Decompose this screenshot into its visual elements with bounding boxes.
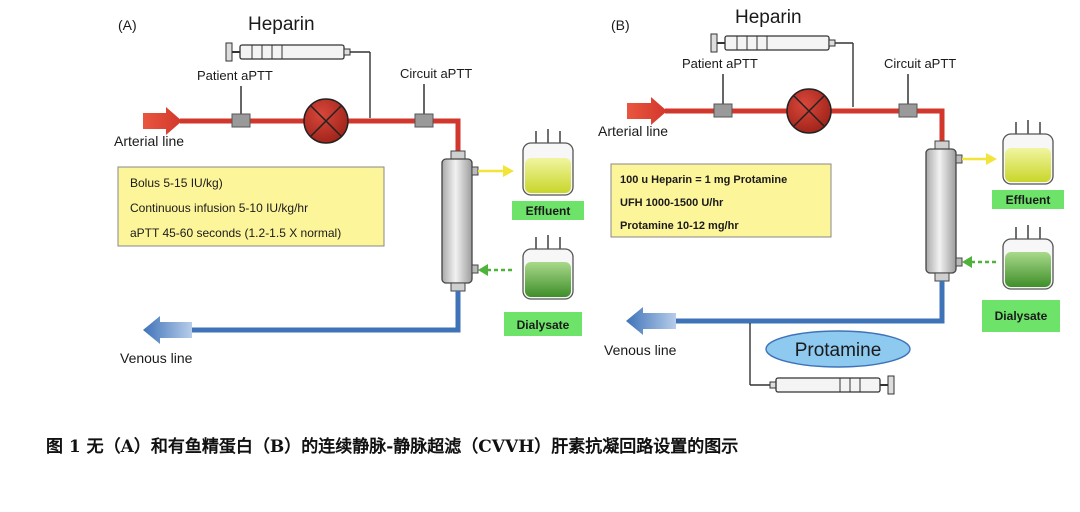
panel-a-heparin-syringe-icon	[225, 42, 371, 118]
panel-a-heparin-label: Heparin	[248, 14, 315, 35]
panel-a-effluent-label: Effluent	[526, 204, 571, 218]
panel-b-dialysate-label: Dialysate	[995, 309, 1048, 323]
panel-b-circuit-port-icon	[898, 74, 918, 118]
panel-a-dialysate-label-box	[504, 312, 582, 336]
panel-b-heparin-syringe-icon	[710, 33, 854, 107]
panel-a-effluent-label-box	[512, 201, 584, 220]
panel-b-heparin-label: Heparin	[735, 7, 802, 28]
panel-b-hemofilter-icon	[925, 140, 963, 282]
panel-a-circuit-aptt: Circuit aPTT	[400, 66, 472, 81]
panel-b-info-line: UFH 1000-1500 U/hr	[620, 197, 724, 209]
panel-b-patient-port-icon	[713, 74, 733, 118]
panel-b-effluent-label: Effluent	[1006, 193, 1051, 207]
panel-a-effluent-bag-icon	[522, 129, 574, 196]
figure-caption: 图 1 无（A）和有鱼精蛋白（B）的连续静脉-静脉超滤（CVVH）肝素抗凝回路设…	[46, 437, 739, 457]
panel-a-patient-port-icon	[231, 86, 251, 128]
panel-a-dialysate-arrow-icon	[478, 264, 488, 276]
panel-b-info-line: Protamine 10-12 mg/hr	[620, 220, 739, 232]
panel-b-venous-line-label: Venous line	[604, 342, 677, 358]
panel-b-info-line: 100 u Heparin = 1 mg Protamine	[620, 174, 787, 186]
panel-a-blood-pump-icon	[303, 98, 349, 144]
panel-b-info-box	[610, 163, 832, 238]
panel-a-info-line: aPTT 45-60 seconds (1.2-1.5 X normal)	[130, 226, 341, 240]
panel-b-patient-aptt: Patient aPTT	[682, 56, 758, 71]
panel-a-venous-line-label: Venous line	[120, 350, 193, 366]
panel-b-circuit-aptt: Circuit aPTT	[884, 56, 956, 71]
panel-a-info-box	[117, 166, 385, 247]
cvvh-diagram: (A) Heparin Patient aPTT Circuit aPTT Ar…	[114, 7, 1064, 395]
panel-b-protamine-syringe-icon	[749, 323, 895, 395]
panel-b-effluent-bag-icon	[1002, 120, 1054, 185]
panel-b-arterial-line-label: Arterial line	[598, 123, 668, 139]
panel-b-venous-arrow-icon	[626, 307, 676, 335]
panel-b-protamine-oval	[765, 330, 911, 368]
panel-a-arterial-line-label: Arterial line	[114, 133, 184, 149]
panel-a-venous-tube	[192, 291, 461, 333]
panel-a-effluent-arrow-icon	[503, 165, 514, 177]
panel-a-dialysate-bag-icon	[522, 235, 574, 300]
panel-a-dialysate-label: Dialysate	[517, 318, 570, 332]
panel-a: (A) Heparin Patient aPTT Circuit aPTT Ar…	[114, 14, 584, 366]
panel-b-effluent-arrow-icon	[986, 153, 997, 165]
panel-b-arterial-arrow-icon	[627, 97, 667, 125]
panel-a-arterial-tube	[180, 118, 461, 153]
panel-b-venous-tube	[676, 281, 945, 324]
panel-b: (B) Heparin Patient aPTT Circuit aPTT Ar…	[598, 7, 1064, 395]
panel-a-arterial-arrow-icon	[143, 107, 182, 135]
panel-a-info-line: Continuous infusion 5-10 IU/kg/hr	[130, 201, 308, 215]
panel-a-patient-aptt: Patient aPTT	[197, 68, 273, 83]
panel-a-circuit-port-icon	[414, 84, 434, 128]
panel-a-info-line: Bolus 5-15 IU/kg)	[130, 176, 223, 190]
panel-b-protamine-label: Protamine	[795, 340, 882, 361]
panel-a-hemofilter-icon	[441, 150, 479, 292]
panel-a-label: (A)	[118, 17, 137, 33]
panel-b-dialysate-label-box	[982, 300, 1060, 332]
panel-b-dialysate-bag-icon	[1002, 225, 1054, 290]
panel-a-venous-arrow-icon	[143, 316, 192, 344]
panel-b-blood-pump-icon	[786, 88, 832, 134]
panel-b-label: (B)	[611, 17, 630, 33]
panel-b-effluent-label-box	[992, 190, 1064, 209]
panel-b-dialysate-arrow-icon	[962, 256, 972, 268]
panel-b-arterial-tube	[665, 108, 945, 143]
